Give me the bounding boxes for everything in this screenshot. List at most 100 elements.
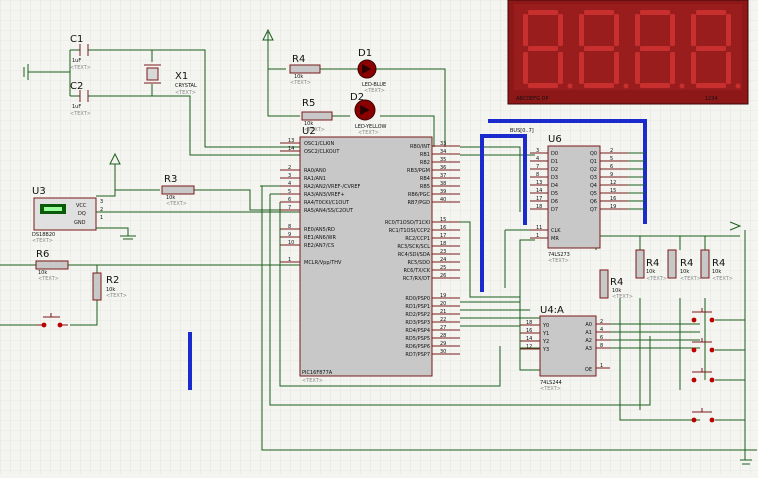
buffer-pin-number: 12 [526,344,532,350]
resistor-r5[interactable]: R5 10k <TEXT> [301,98,333,133]
mcu-pin-number: 34 [440,149,446,155]
mcu-pin-number: 24 [440,257,446,263]
r5-value: 10k [304,121,313,127]
u3-value: DS18B20 [32,232,55,238]
mcu-pin-label: RC7/RX/DT [403,276,431,282]
latch-pin-number: 12 [610,180,616,186]
mcu-pin-number: 21 [440,309,446,315]
mcu-pin-number: 4 [288,181,291,187]
resistor-r4-c[interactable]: R4 10k <TEXT> [667,249,701,282]
power-terminal [262,28,274,41]
r4d-ref: R4 [712,258,725,269]
led-d1[interactable]: D1 LED-BLUE <TEXT> [357,48,386,94]
resistor-r2[interactable]: R2 10k <TEXT> [92,272,127,301]
r4b-tag: <TEXT> [646,276,667,282]
r4-tag: <TEXT> [290,80,311,86]
mcu-pin-label: RD5/PSP5 [405,336,430,342]
seven-segment-display[interactable]: ABCDEFG DP 1234 [507,0,749,105]
r6-ref: R6 [36,249,49,260]
d1-value: LED-BLUE [362,82,386,88]
mcu-pin-number: 9 [288,232,291,238]
c1-value: 1uF [72,58,81,64]
buffer-pin-label: A2 [585,338,592,344]
mcu-pin-number: 27 [440,325,446,331]
mcu-pin-label: RB3/PGM [407,168,430,174]
push-button[interactable] [691,308,715,323]
mcu-pin-number: 22 [440,317,446,323]
latch-pin-label: Q6 [590,199,597,205]
resistor-r6[interactable]: R6 10k <TEXT> [35,249,69,282]
push-button[interactable] [691,368,715,383]
mcu-pin-label: RD1/PSP1 [405,304,430,310]
mcu-pin-number: 5 [288,189,291,195]
keypad-buttons [691,308,715,423]
u3-pin-num-3: 3 [100,199,103,205]
cap-c2[interactable]: C2 1uF <TEXT> [70,81,96,117]
mcu-pin-number: 38 [440,181,446,187]
mcu-pin-number: 10 [288,240,294,246]
mcu-pin-label: RB0/INT [410,144,431,150]
push-button-left[interactable] [36,313,68,328]
mcu-pin-label: RE0/AN5/RD [304,227,335,233]
r6-tag: <TEXT> [38,276,59,282]
r5-ref: R5 [302,98,315,109]
mcu-pin-number: 7 [288,205,291,211]
push-button[interactable] [691,338,715,353]
resistor-r3[interactable]: R3 10k <TEXT> [161,174,195,207]
c1-ref: C1 [70,34,83,45]
r4a-tag: <TEXT> [612,294,633,300]
mcu-pin-label: RB2 [420,160,430,166]
mcu-pin-label: RA3/AN3/VREF+ [304,192,345,198]
buffer-pin-number: 6 [600,335,603,341]
resistor-r4-d[interactable]: R4 10k <TEXT> [700,249,733,282]
mcu-pin-label: RA0/AN0 [304,168,326,174]
r2-tag: <TEXT> [106,293,127,299]
resistor-r4-a[interactable]: R4 10k <TEXT> [599,269,633,300]
latch-pin-label: Q5 [590,191,597,197]
latch-pin-label: D1 [551,159,558,165]
power-terminal-2 [109,152,121,165]
buffer-pin-label: OE [585,367,592,373]
cap-c1[interactable]: C1 1uF <TEXT> [70,34,96,71]
latch-pin-number: 5 [610,156,613,162]
c2-value: 1uF [72,104,81,110]
led-d2[interactable]: D2 LED-YELLOW <TEXT> [350,92,387,136]
sensor-u3[interactable]: VCC DQ GND 3 2 1 U3 DS18B20 <TEXT> [32,186,103,244]
latch-pin-label: Q3 [590,175,597,181]
r4a-ref: R4 [610,277,623,288]
mcu-pin-number: 18 [440,241,446,247]
resistor-r4-b[interactable]: R4 10k <TEXT> [635,249,667,282]
mcu-pin-label: RE1/AN6/WR [304,235,336,241]
mcu-pin-number: 36 [440,165,446,171]
buffer-pin-number: 14 [526,336,532,342]
push-button[interactable] [691,408,715,423]
x1-ref: X1 [175,71,188,82]
r6-value: 10k [38,270,47,276]
latch-pin-number: 14 [536,188,542,194]
crystal-x1[interactable]: X1 CRYSTAL <TEXT> [144,64,197,96]
u3-ref: U3 [32,186,46,197]
mcu-pin-label: RA2/AN2/VREF-/CVREF [304,184,361,190]
u2-ref: U2 [302,126,316,137]
latch-pin-number: 6 [610,164,613,170]
mcu-pin-label: RD3/PSP3 [405,320,430,326]
mcu-pin-number: 26 [440,273,446,279]
latch-pin-label: Q7 [590,207,597,213]
latch-pin-number: 11 [536,225,542,231]
latch-pin-number: 7 [536,164,539,170]
mcu-pin-number: 40 [440,197,446,203]
buffer-pin-label: Y3 [542,347,549,353]
buffer-pin-number: 18 [526,320,532,326]
latch-pin-label: CLK [551,228,561,234]
mcu-pin-label: RB1 [420,152,430,158]
mcu-pin-label: RC5/SDO [407,260,430,266]
mcu-pin-number: 20 [440,301,446,307]
mcu-pin-number: 19 [440,293,446,299]
buffer-pin-label: A1 [585,330,592,336]
wires [0,32,757,465]
resistor-r4-top[interactable]: R4 10k <TEXT> [289,54,321,86]
c1-tag: <TEXT> [70,65,91,71]
